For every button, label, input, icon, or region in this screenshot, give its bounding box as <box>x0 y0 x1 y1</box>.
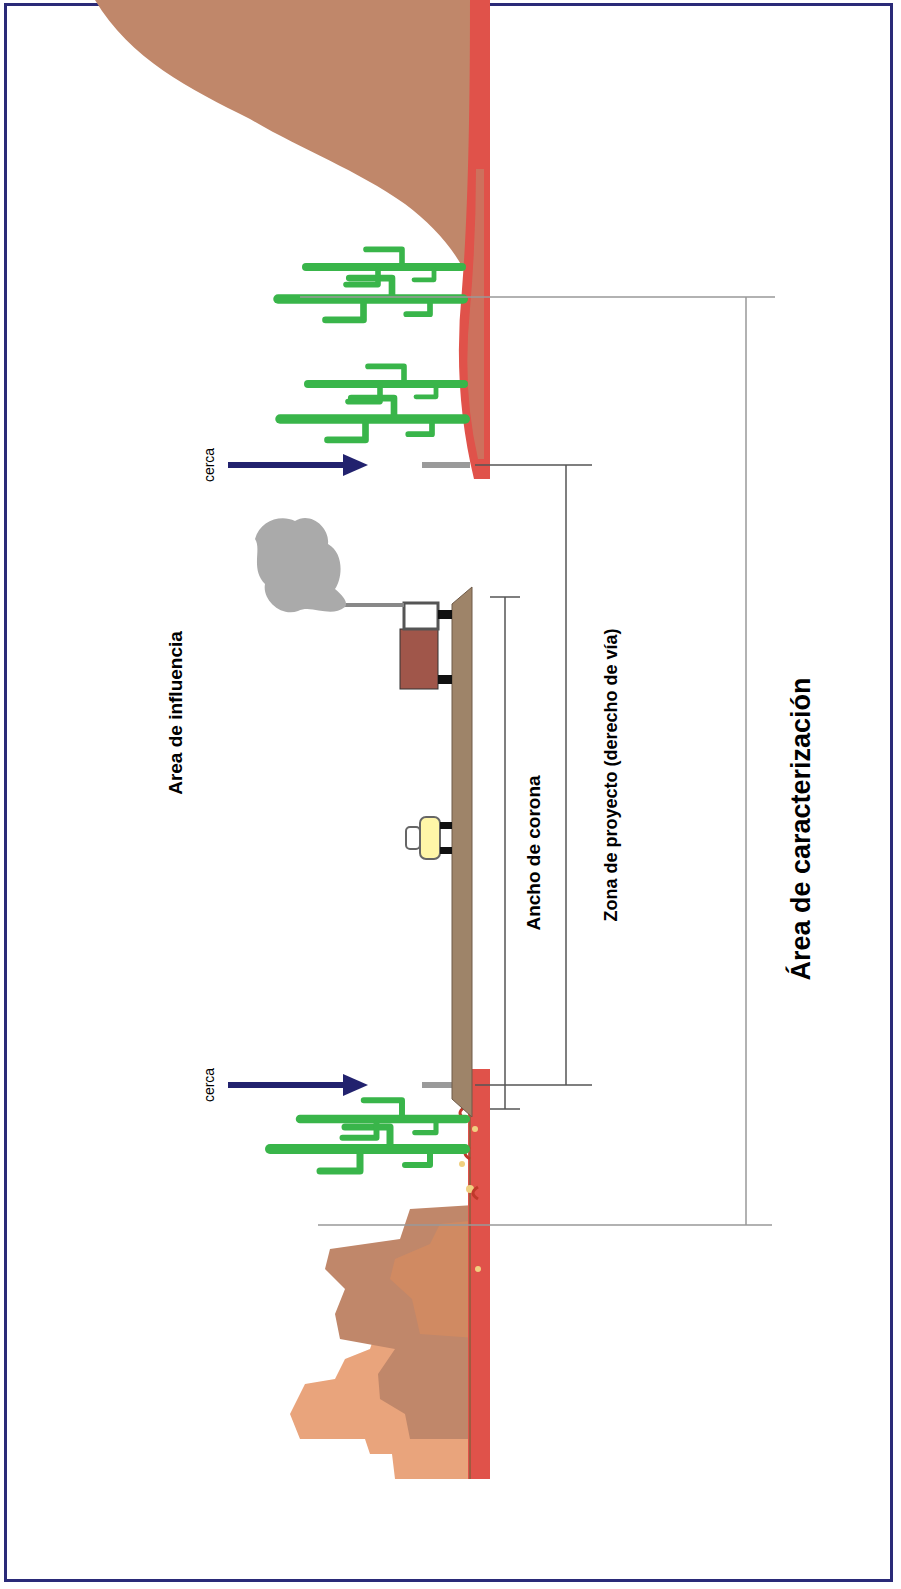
zone-title: Área de caracterización <box>787 677 817 980</box>
dimension-label: Zona de proyecto (derecho de vía) <box>602 628 622 921</box>
dimension-label: Ancho de corona <box>524 775 545 930</box>
fence-label: cerca <box>202 448 217 482</box>
zone-title: Area de influencia <box>166 631 187 795</box>
fence-label: cerca <box>202 1068 217 1102</box>
